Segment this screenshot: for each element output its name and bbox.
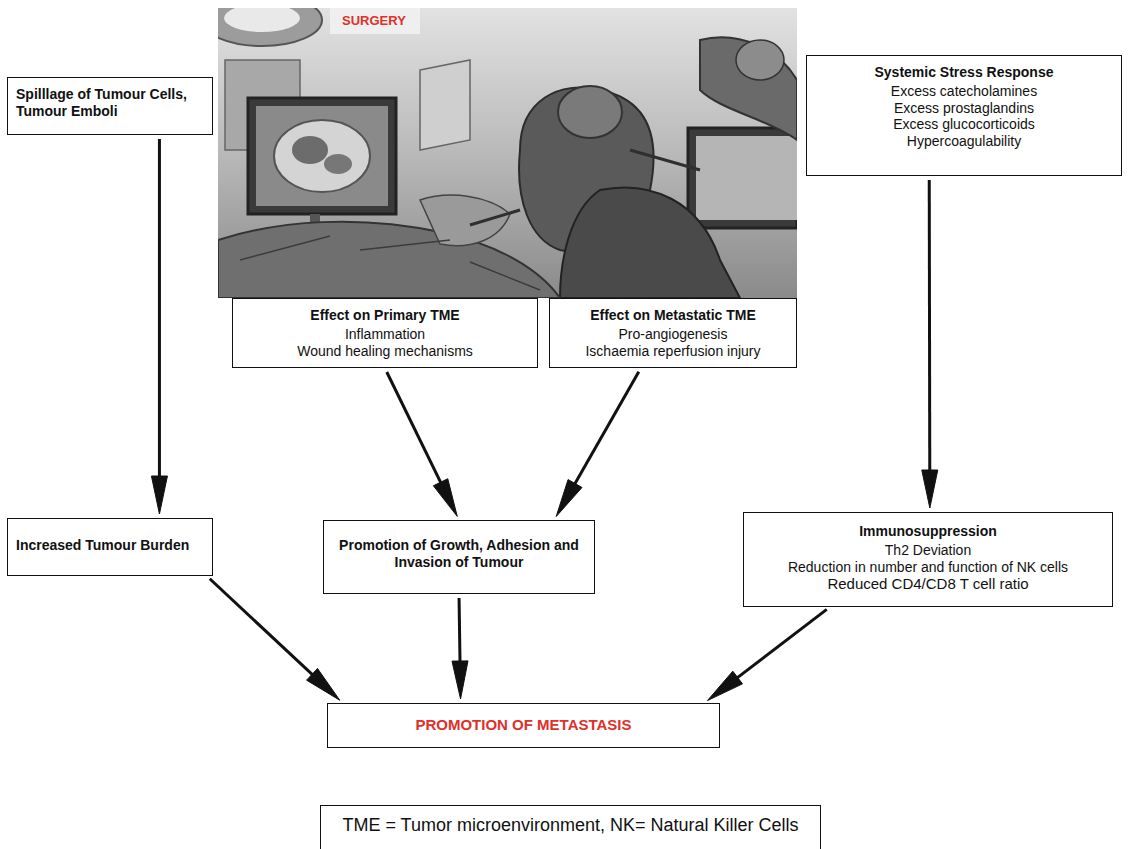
node-heading: Effect on Metastatic TME	[558, 307, 788, 324]
node-heading: Promotion of Growth, Adhesion and Invasi…	[332, 537, 586, 571]
node-heading: Immunosuppression	[752, 523, 1104, 540]
node-body-line: Ischaemia reperfusion injury	[558, 343, 788, 360]
operating-room-sketch	[218, 8, 797, 298]
node-heading: Increased Tumour Burden	[16, 537, 204, 554]
node-heading: TME = Tumor microenvironment, NK= Natura…	[329, 815, 812, 837]
result-box: PROMOTION OF METASTASIS	[327, 703, 720, 748]
node-heading: PROMOTION OF METASTASIS	[336, 716, 711, 734]
arrow-head	[707, 671, 742, 700]
arrow-connector	[707, 609, 826, 700]
node-body-line: Hypercoagulability	[815, 133, 1113, 150]
node-heading: SURGERY	[338, 12, 410, 30]
node-heading: Effect on Primary TME	[241, 307, 529, 324]
photo-panel: SURGERY	[218, 8, 797, 38]
node-body-line: Excess prostaglandins	[815, 100, 1113, 117]
process-box: Effect on Metastatic TME Pro-angiogenesis…	[549, 298, 797, 368]
arrow-shaft	[210, 579, 317, 679]
outcome-box: ImmunosuppressionTh2 DeviationReduction …	[743, 512, 1113, 607]
arrow-shaft	[158, 139, 161, 482]
node-body-line: Reduction in number and function of NK c…	[752, 559, 1104, 576]
arrow-shaft	[733, 609, 827, 681]
process-box: Systemic Stress ResponseExcess catechola…	[806, 55, 1122, 176]
arrow-connector	[387, 372, 457, 516]
node-body-line: Pro-angiogenesis	[558, 326, 788, 343]
arrow-head	[556, 480, 582, 517]
arrow-shaft	[928, 180, 932, 476]
arrow-head	[433, 479, 457, 517]
arrow-head	[151, 476, 167, 514]
process-box: Effect on Primary TME InflammationWound h…	[232, 298, 538, 368]
arrow-connector	[556, 372, 639, 517]
arrow-connector	[210, 579, 340, 701]
outcome-box: Increased Tumour Burden	[7, 518, 213, 576]
node-body-line: Inflammation	[241, 326, 529, 343]
arrow-connector	[151, 139, 167, 514]
process-box: Spilllage of Tumour Cells, Tumour Emboli	[7, 77, 213, 135]
arrow-head	[452, 661, 468, 699]
arrow-connector	[922, 180, 938, 508]
arrow-head	[922, 470, 938, 508]
node-body-line: Excess glucocorticoids	[815, 116, 1113, 133]
node-body-line: Wound healing mechanisms	[241, 343, 529, 360]
node-body-line: Excess catecholamines	[815, 83, 1113, 100]
node-heading: Spilllage of Tumour Cells, Tumour Emboli	[16, 86, 204, 120]
node-body-line: Th2 Deviation	[752, 542, 1104, 559]
node-heading: Systemic Stress Response	[815, 64, 1113, 81]
key-box: TME = Tumor microenvironment, NK= Natura…	[320, 805, 821, 849]
arrow-shaft	[387, 372, 443, 488]
arrow-shaft	[459, 598, 460, 667]
arrow-connector	[452, 598, 468, 699]
outcome-box: Promotion of Growth, Adhesion and Invasi…	[323, 520, 595, 594]
arrow-head	[307, 668, 340, 700]
node-body-line: Reduced CD4/CD8 T cell ratio	[752, 575, 1104, 593]
arrow-shaft	[572, 372, 639, 489]
